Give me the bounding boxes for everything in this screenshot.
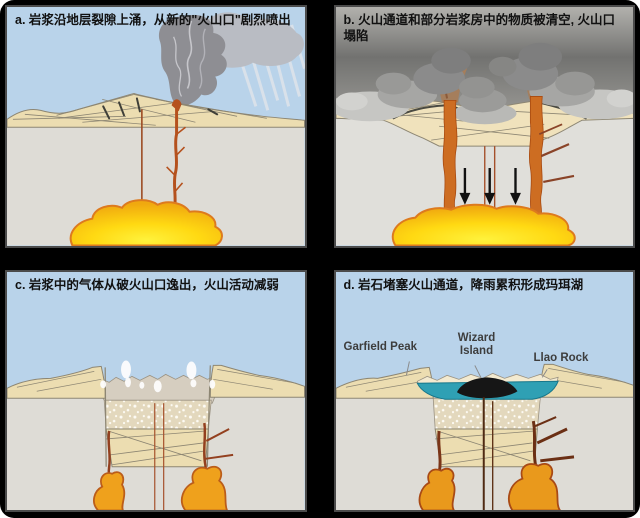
block-strata [106, 430, 206, 465]
magma-chamber [391, 203, 576, 246]
panel-c: c. 岩浆中的气体从破火山口逸出，火山活动减弱 [5, 269, 307, 512]
rim-strata [16, 368, 297, 392]
panel-a: a. 岩浆沿地层裂隙上涌，从新的"火山口"剧烈喷出 [5, 5, 307, 248]
active-conduit [166, 102, 186, 208]
panel-c-caption: c. 岩浆中的气体从破火山口逸出，火山活动减弱 [15, 277, 279, 292]
wizard-island [456, 376, 517, 398]
collapse-arrows [458, 167, 521, 205]
label-garfield-peak: Garfield Peak [343, 340, 418, 353]
breccia-dots [103, 399, 212, 429]
ash-clouds [335, 42, 633, 125]
strata-lines [12, 94, 267, 126]
panel-a-caption: a. 岩浆沿地层裂隙上涌，从新的"火山口"剧烈喷出 [15, 13, 291, 27]
panel-b: b. 火山通道和部分岩浆房中的物质被清空, 火山口塌陷 [333, 5, 635, 248]
breccia-dots [432, 397, 541, 429]
panel-d-caption: d. 岩石堵塞火山通道，降雨累积形成玛珥湖 [343, 277, 584, 292]
panel-d: d. 岩石堵塞火山通道，降雨累积形成玛珥湖 Garfield Peak Wiza… [333, 269, 635, 512]
magma-chamber [69, 199, 223, 246]
vent [171, 99, 182, 112]
ash-swirls [173, 20, 206, 97]
panel-b-caption: b. 火山通道和部分岩浆房中的物质被清空, 火山口塌陷 [343, 13, 616, 44]
magma-remnants [93, 465, 229, 510]
label-llao-rock: Llao Rock [533, 351, 589, 364]
panel-b-scene [335, 7, 633, 246]
main-conduits [442, 96, 574, 219]
ash-column [158, 14, 227, 106]
magma-remnants [418, 462, 561, 510]
label-wizard-island: Wizard Island [457, 331, 496, 357]
panel-c-scene [7, 271, 305, 510]
steam-puffs [100, 359, 216, 392]
fissure-ticks [102, 97, 219, 120]
thin-conduits [483, 146, 495, 216]
label-leader-lines [405, 360, 548, 378]
panel-d-scene [335, 271, 633, 510]
panel-a-scene [7, 7, 305, 246]
